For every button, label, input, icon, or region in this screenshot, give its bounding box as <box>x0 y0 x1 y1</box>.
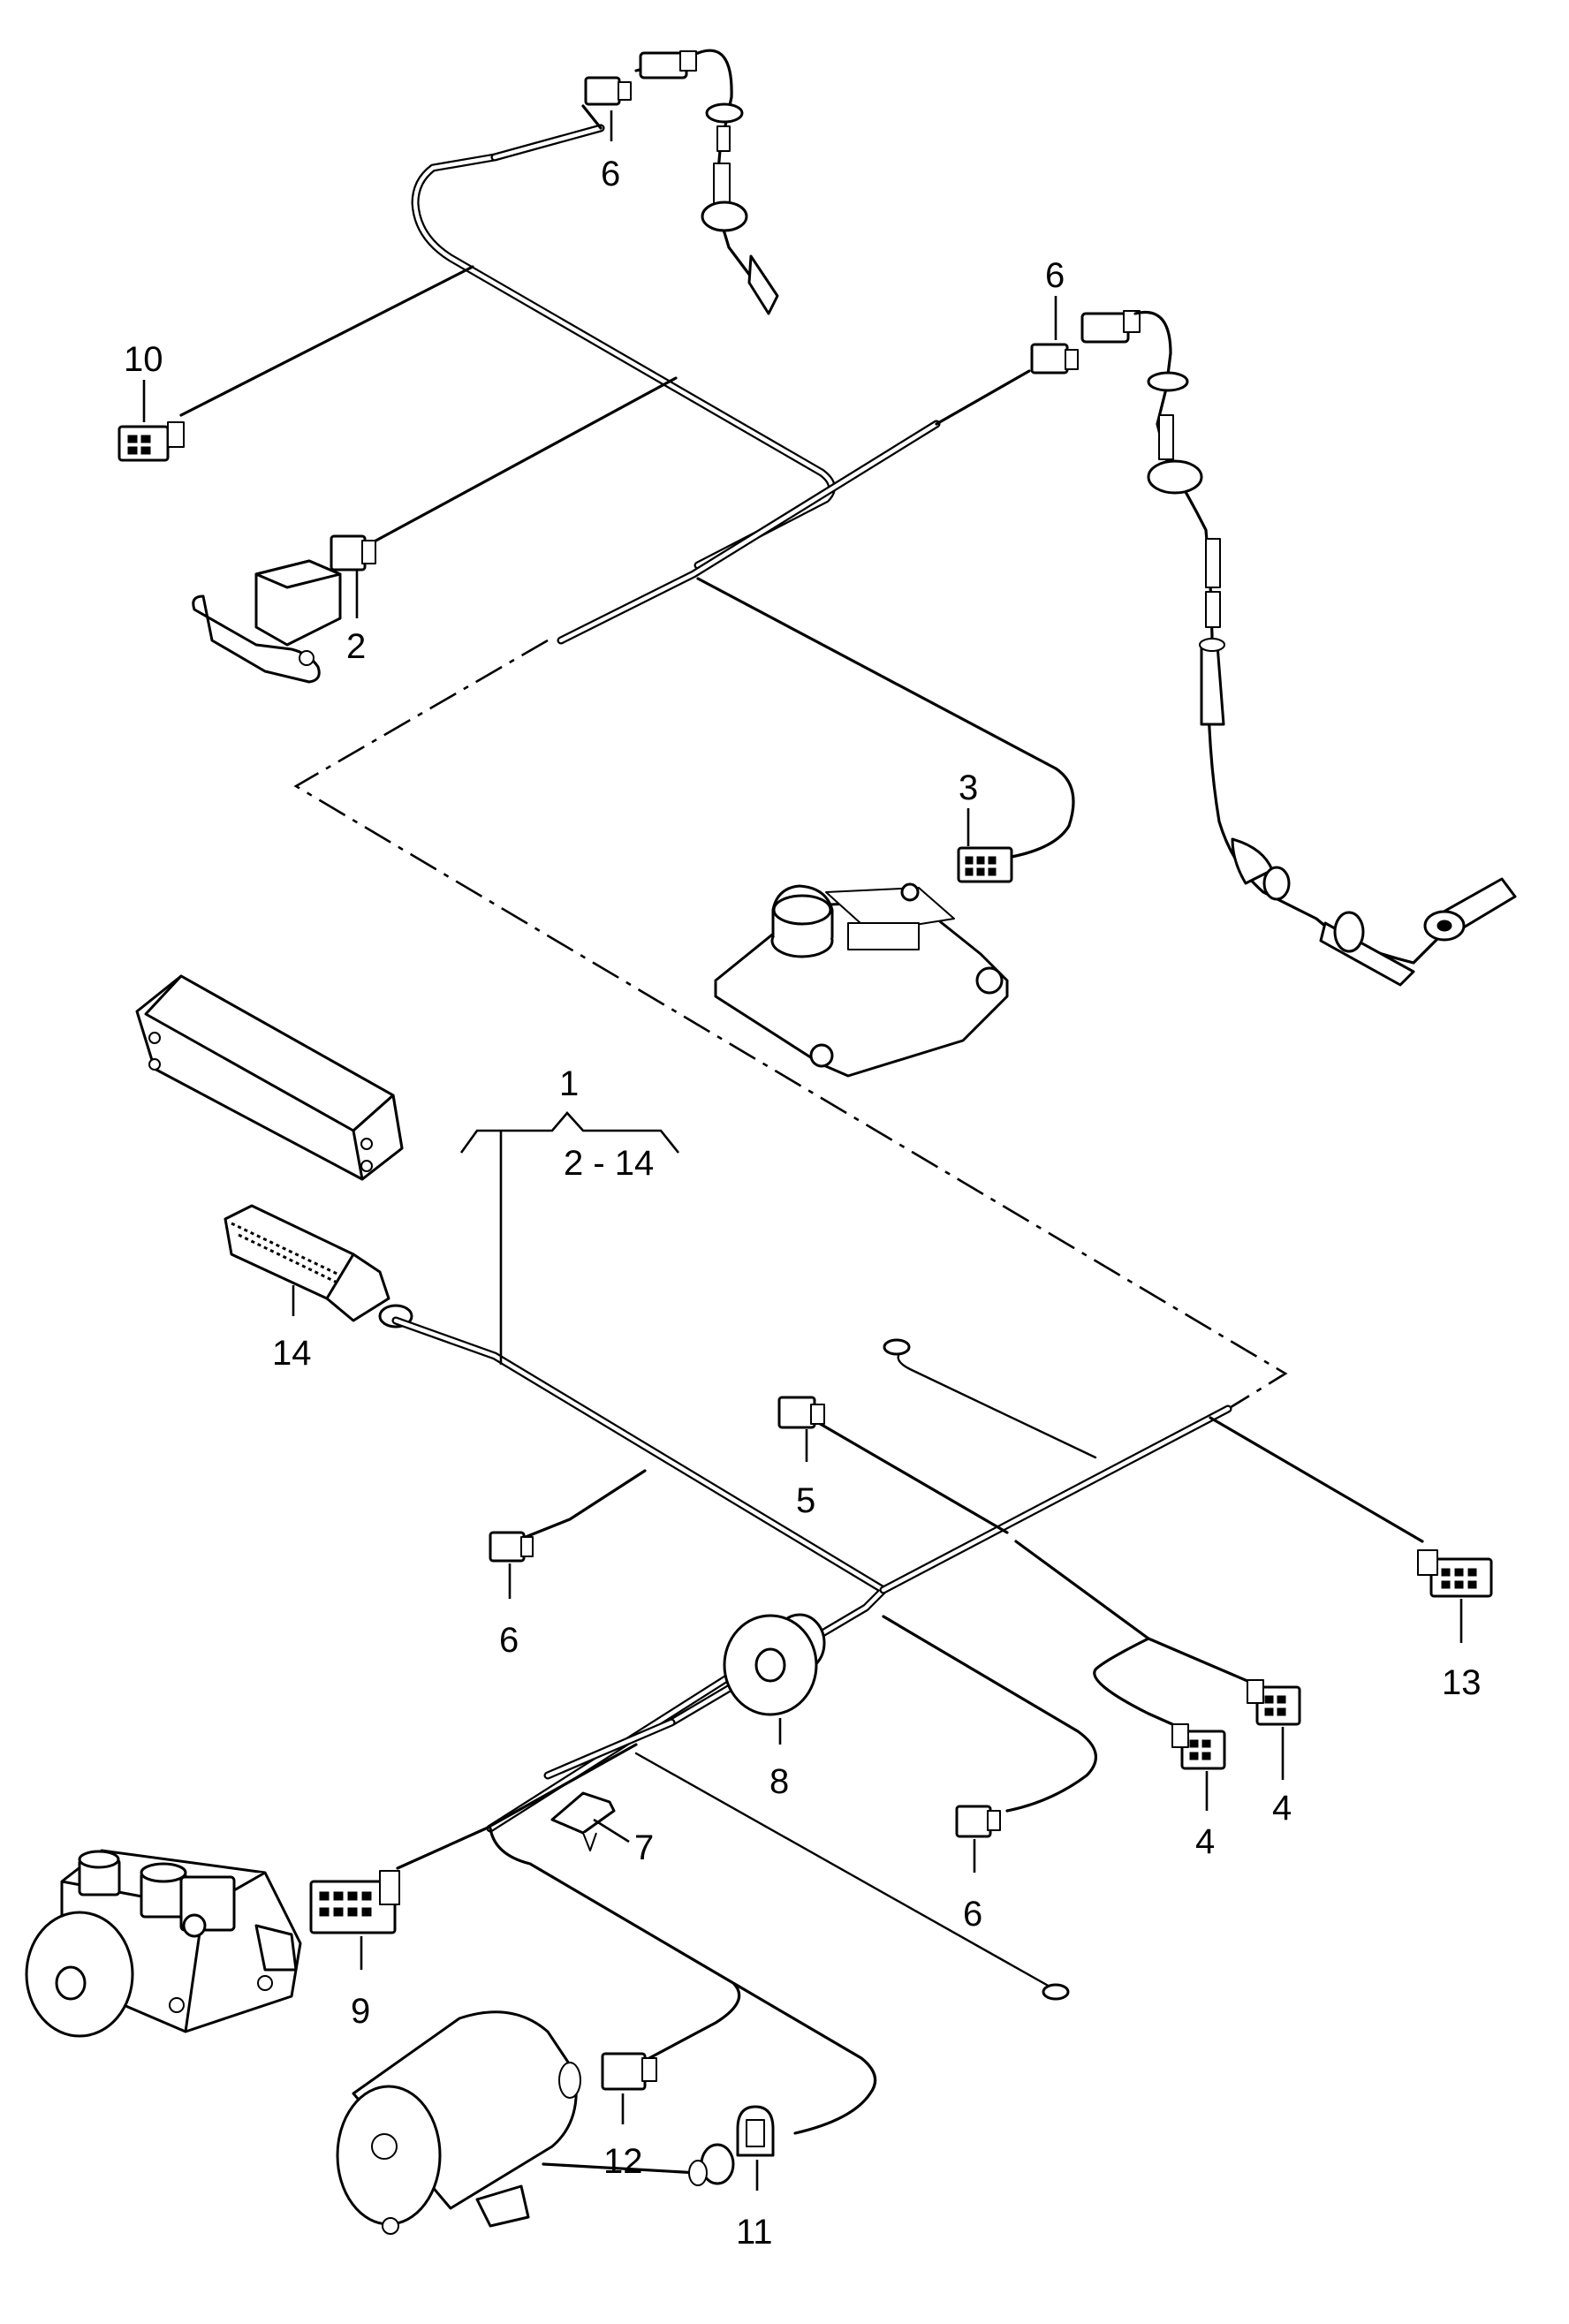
connector-4-right <box>1247 1679 1301 1726</box>
wheel-speed-sensor-right <box>1133 311 1517 987</box>
pump-motor <box>336 2010 581 2235</box>
clip-7 <box>550 1791 616 1851</box>
callout-2: 2 <box>346 627 366 666</box>
callout-11: 11 <box>736 2213 773 2252</box>
callout-6d: 6 <box>963 1895 982 1934</box>
connector-13 <box>1417 1549 1493 1598</box>
callout-5: 5 <box>796 1481 815 1520</box>
connector-9 <box>309 1870 400 1934</box>
connector-12 <box>601 2052 657 2091</box>
connector-6-upper-right <box>1030 310 1141 375</box>
connector-6-middle-left <box>489 1531 534 1563</box>
callout-12: 12 <box>603 2142 643 2181</box>
bracket-1 <box>459 1111 680 1154</box>
sensor-11 <box>688 2105 775 2186</box>
leader-7 <box>593 1818 630 1843</box>
abs-hydraulic-unit <box>25 1849 302 2038</box>
callout-1-range: 2 - 14 <box>564 1144 654 1183</box>
connector-6-upper-left <box>584 49 779 315</box>
dashed-boundary <box>293 639 1288 1411</box>
control-unit-3 <box>714 846 1013 1078</box>
connector-4-left <box>1171 1723 1226 1770</box>
callout-3: 3 <box>959 768 978 807</box>
upper-harness <box>179 104 1075 859</box>
callout-9: 9 <box>351 1992 370 2031</box>
callout-6b: 6 <box>1045 256 1065 295</box>
ecu-module <box>135 974 413 1329</box>
callout-6a: 6 <box>601 155 620 193</box>
grommet-8 <box>723 1613 826 1716</box>
connector-10 <box>117 421 185 462</box>
callout-10: 10 <box>124 340 163 379</box>
callout-1: 1 <box>559 1064 579 1103</box>
callout-13: 13 <box>1442 1663 1482 1702</box>
callout-7: 7 <box>634 1828 654 1867</box>
callout-8: 8 <box>769 1762 789 1801</box>
callout-6c: 6 <box>499 1621 519 1660</box>
connector-6-lower <box>955 1805 1001 1838</box>
sensor-2 <box>192 534 376 684</box>
callout-4-left: 4 <box>1195 1822 1215 1861</box>
callout-14: 14 <box>272 1334 312 1373</box>
callout-4-right: 4 <box>1272 1789 1292 1828</box>
connector-5 <box>777 1396 825 1429</box>
